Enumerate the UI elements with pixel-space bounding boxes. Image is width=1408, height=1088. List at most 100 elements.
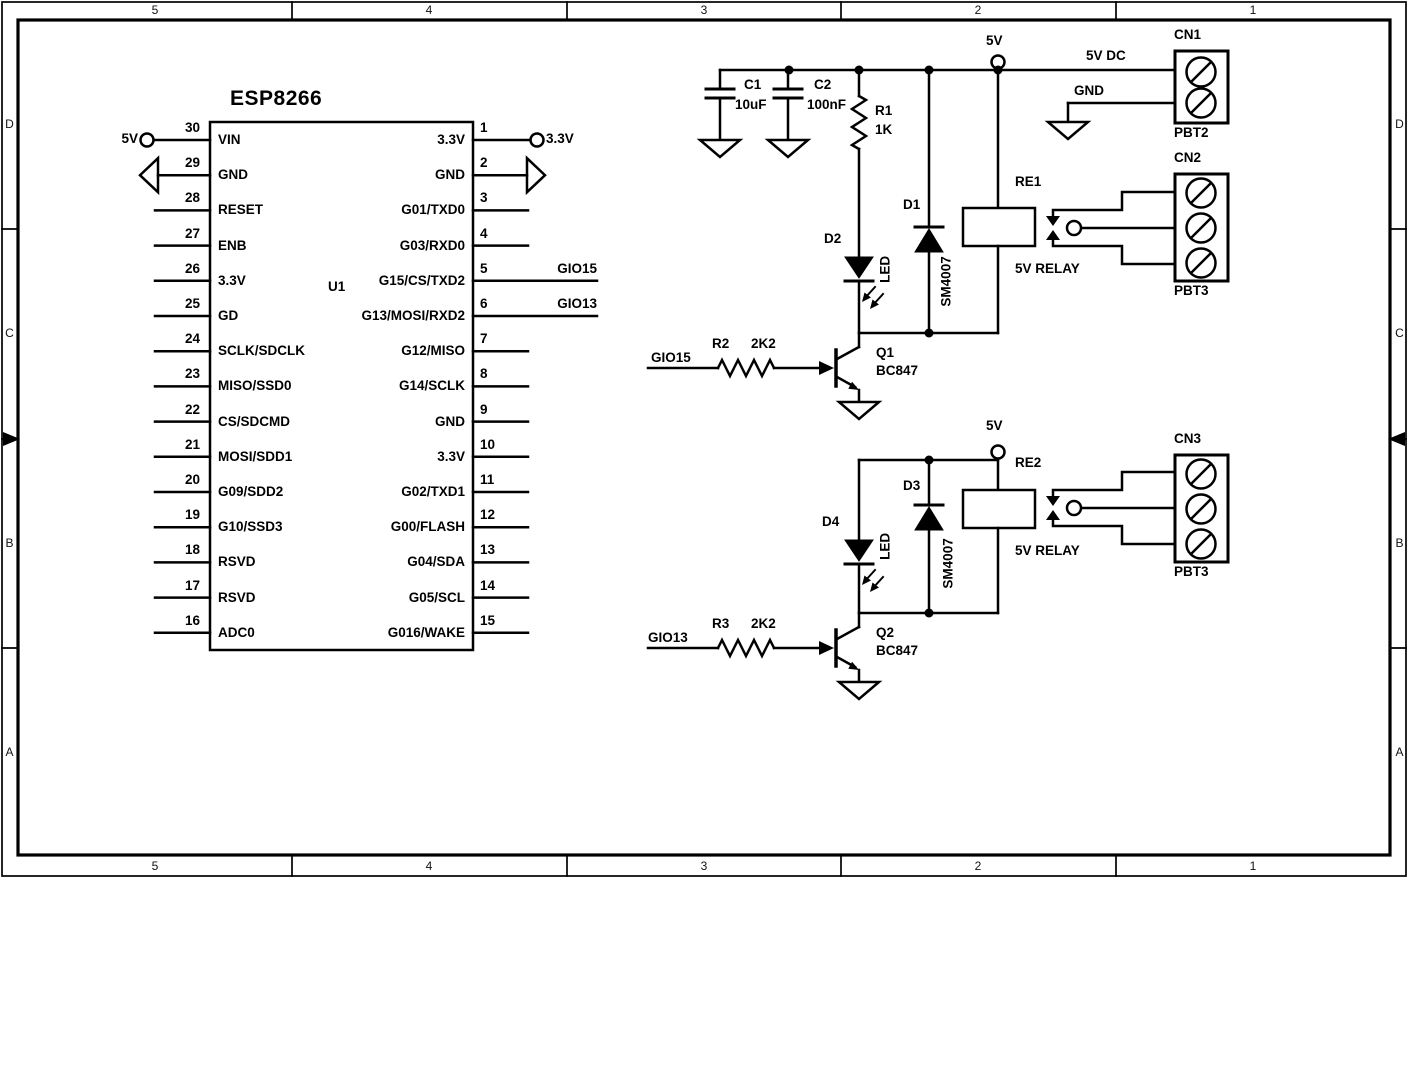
q2-value: BC847 xyxy=(876,643,919,658)
border-col-top-5: 5 xyxy=(151,3,159,17)
r3-ref: R3 xyxy=(712,616,730,631)
5v-dc-label: 5V DC xyxy=(1086,48,1126,63)
cn1-value: PBT2 xyxy=(1174,125,1209,140)
d1-ref: D1 xyxy=(903,197,921,212)
pin-number-1: 1 xyxy=(480,120,488,135)
pin-number-26: 26 xyxy=(184,260,200,276)
re2-value: 5V RELAY xyxy=(1015,543,1080,558)
pin-number-8: 8 xyxy=(480,366,488,382)
border-row-left-A: A xyxy=(5,745,14,759)
pin-net-1: 3.3V xyxy=(546,131,574,146)
pin-name-10: 3.3V xyxy=(437,448,465,464)
r2-value: 2K2 xyxy=(751,336,776,351)
cn2-value: PBT3 xyxy=(1174,283,1209,298)
pin-number-25: 25 xyxy=(184,296,200,311)
pin-name-7: G12/MISO xyxy=(401,343,465,359)
d2-ref: D2 xyxy=(824,231,842,246)
pin-name-18: RSVD xyxy=(218,554,256,570)
led-d4 xyxy=(843,458,885,615)
pin-net-6: GIO13 xyxy=(557,296,597,311)
r1-ref: R1 xyxy=(875,103,893,118)
pin-number-5: 5 xyxy=(480,260,488,276)
pin-number-3: 3 xyxy=(480,190,488,206)
pin-name-24: SCLK/SDCLK xyxy=(218,343,305,359)
pin-number-24: 24 xyxy=(184,331,200,347)
pin-name-13: G04/SDA xyxy=(407,554,465,570)
border-row-right-C: C xyxy=(1395,326,1404,340)
border-col-bottom-3: 3 xyxy=(700,859,708,873)
pin-number-30: 30 xyxy=(184,120,200,135)
pin-name-22: CS/SDCMD xyxy=(218,413,291,429)
border-col-top-2: 2 xyxy=(974,3,982,17)
pin-number-21: 21 xyxy=(184,436,200,452)
relay-re2-coil xyxy=(961,458,1037,615)
pin-number-23: 23 xyxy=(184,366,200,382)
pin-name-8: G14/SCLK xyxy=(398,378,465,394)
pin-name-25: GD xyxy=(218,308,239,323)
power-rail-top xyxy=(718,54,1177,72)
pin-name-30: VIN xyxy=(218,132,241,147)
border-row-left-C: C xyxy=(5,326,14,340)
pin-number-6: 6 xyxy=(480,296,488,311)
d1-value: SM4007 xyxy=(938,256,954,307)
sheet-border xyxy=(1,1,1407,877)
border-row-left-D: D xyxy=(5,117,14,131)
re1-value: 5V RELAY xyxy=(1015,261,1080,276)
ic-title: ESP8266 xyxy=(230,87,323,110)
border-col-top-3: 3 xyxy=(700,3,708,17)
pin-number-4: 4 xyxy=(480,225,488,241)
c1-value: 10uF xyxy=(735,97,767,112)
q2-ref: Q2 xyxy=(876,625,895,640)
d4-ref: D4 xyxy=(822,514,840,529)
pin-name-2: GND xyxy=(435,167,465,183)
d2-value: LED xyxy=(877,255,893,283)
pin-number-9: 9 xyxy=(480,401,488,417)
d3-value: SM4007 xyxy=(940,538,956,589)
diode-d1 xyxy=(913,68,945,335)
pin-name-6: G13/MOSI/RXD2 xyxy=(361,308,465,323)
pin-number-17: 17 xyxy=(184,577,200,593)
pin-name-4: G03/RXD0 xyxy=(399,237,465,253)
border-row-right-B: B xyxy=(1395,536,1404,550)
pin-name-29: GND xyxy=(218,167,248,183)
pin-number-2: 2 xyxy=(480,155,488,171)
pin-name-27: ENB xyxy=(218,237,247,253)
cn2-ref: CN2 xyxy=(1174,150,1202,165)
center-mark-right xyxy=(1388,432,1405,446)
gio15-net-label: GIO15 xyxy=(651,350,691,365)
pin-name-26: 3.3V xyxy=(218,272,246,288)
border-col-top-1: 1 xyxy=(1249,3,1257,17)
c2-value: 100nF xyxy=(807,97,847,112)
relay-re1-contact xyxy=(1044,190,1177,266)
c1-ref: C1 xyxy=(744,77,762,92)
pin-number-28: 28 xyxy=(184,190,200,206)
pin-name-11: G02/TXD1 xyxy=(401,484,465,499)
ic-pin-wires xyxy=(138,132,599,635)
pin-number-22: 22 xyxy=(184,401,200,417)
pin-name-19: G10/SSD3 xyxy=(218,519,283,535)
pin-gnd-arrow-2 xyxy=(525,155,547,196)
pin-number-11: 11 xyxy=(480,472,495,487)
border-col-top-4: 4 xyxy=(425,3,433,17)
re2-ref: RE2 xyxy=(1015,455,1042,470)
pin-name-5: G15/CS/TXD2 xyxy=(378,272,465,288)
border-row-left-B: B xyxy=(5,536,14,550)
pin-number-12: 12 xyxy=(480,507,496,523)
pin-name-28: RESET xyxy=(218,202,264,218)
gio13-net-label: GIO13 xyxy=(648,630,688,645)
border-col-bottom-4: 4 xyxy=(425,859,433,873)
5v-label-top: 5V xyxy=(986,33,1003,48)
pin-number-15: 15 xyxy=(480,612,496,628)
pin-name-12: G00/FLASH xyxy=(390,519,465,535)
pin-name-15: G016/WAKE xyxy=(387,624,465,640)
cn3-value: PBT3 xyxy=(1174,564,1209,579)
pin-name-21: MOSI/SDD1 xyxy=(218,448,293,464)
pin-name-20: G09/SDD2 xyxy=(218,484,284,499)
d3-ref: D3 xyxy=(903,478,921,493)
pin-number-7: 7 xyxy=(480,331,488,347)
capacitor-c2 xyxy=(766,68,810,159)
pin-number-27: 27 xyxy=(184,225,200,241)
pin-number-20: 20 xyxy=(184,472,200,487)
r3-value: 2K2 xyxy=(751,616,776,631)
